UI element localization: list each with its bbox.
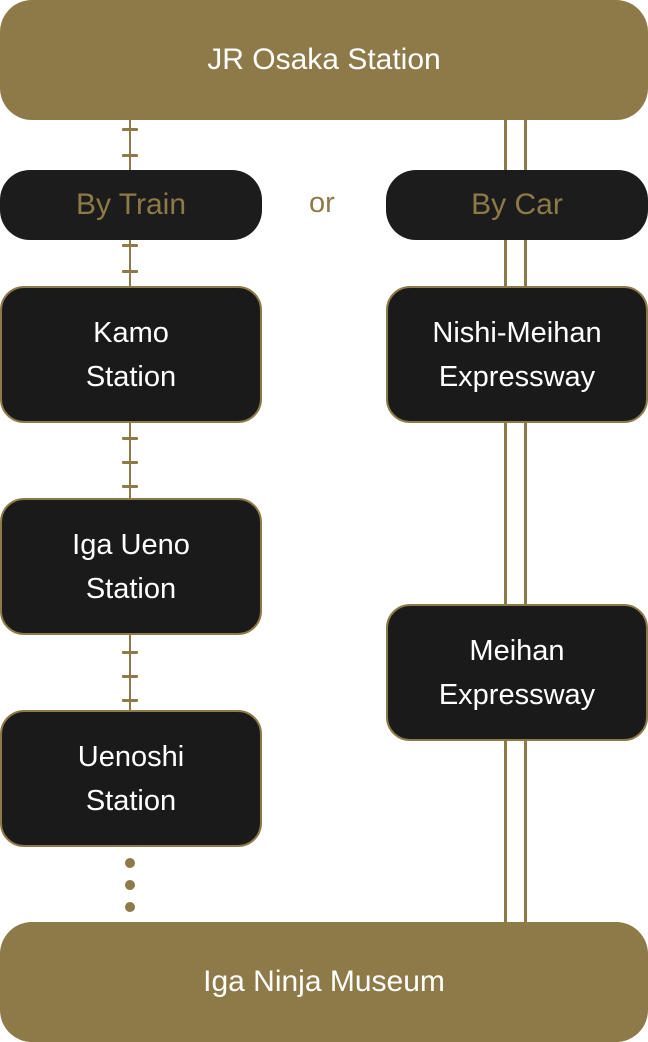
train-track-tick xyxy=(122,461,138,464)
end-label: Iga Ninja Museum xyxy=(203,965,445,998)
car-road-line xyxy=(524,740,527,924)
train-track-tick xyxy=(122,485,138,488)
train-dot xyxy=(125,902,135,912)
stop-name-line1: Nishi-Meihan xyxy=(432,316,602,349)
by-car-header: By Car xyxy=(386,170,648,240)
train-track-tick xyxy=(122,699,138,702)
start-node: JR Osaka Station xyxy=(0,0,648,120)
by-car-label: By Car xyxy=(471,188,563,221)
start-label: JR Osaka Station xyxy=(207,43,441,76)
car-stop-nishi-meihan: Nishi-Meihan Expressway xyxy=(386,286,648,423)
train-track-line-2 xyxy=(129,240,131,288)
or-separator: or xyxy=(309,187,335,219)
end-node: Iga Ninja Museum xyxy=(0,922,648,1042)
train-track-tick xyxy=(122,128,138,131)
car-stop-meihan: Meihan Expressway xyxy=(386,604,648,741)
train-dot xyxy=(125,858,135,868)
stop-name-line1: Iga Ueno xyxy=(72,528,190,561)
stop-name-line2: Expressway xyxy=(438,360,596,393)
train-track-tick xyxy=(122,651,138,654)
car-road-line xyxy=(504,422,507,606)
train-track-tick xyxy=(122,437,138,440)
train-stop-kamo: Kamo Station xyxy=(0,286,262,423)
stop-name-line1: Meihan xyxy=(469,634,565,667)
train-stop-uenoshi: Uenoshi Station xyxy=(0,710,262,847)
train-track-tick xyxy=(122,270,138,273)
stop-name-line1: Uenoshi xyxy=(77,740,185,773)
train-dot xyxy=(125,880,135,890)
by-train-label: By Train xyxy=(75,188,187,221)
train-track-line-1 xyxy=(129,120,131,170)
stop-name-line1: Kamo xyxy=(93,316,169,349)
stop-name-line2: Station xyxy=(85,784,177,817)
train-track-tick xyxy=(122,154,138,157)
by-train-header: By Train xyxy=(0,170,262,240)
car-road-line xyxy=(504,740,507,924)
train-track-tick xyxy=(122,244,138,247)
stop-name-line2: Station xyxy=(85,360,177,393)
train-track-tick xyxy=(122,675,138,678)
stop-name-line2: Expressway xyxy=(438,678,596,711)
stop-name-line2: Station xyxy=(85,572,177,605)
car-road-line xyxy=(524,422,527,606)
train-track-line-4 xyxy=(129,634,131,712)
train-stop-iga-ueno: Iga Ueno Station xyxy=(0,498,262,635)
